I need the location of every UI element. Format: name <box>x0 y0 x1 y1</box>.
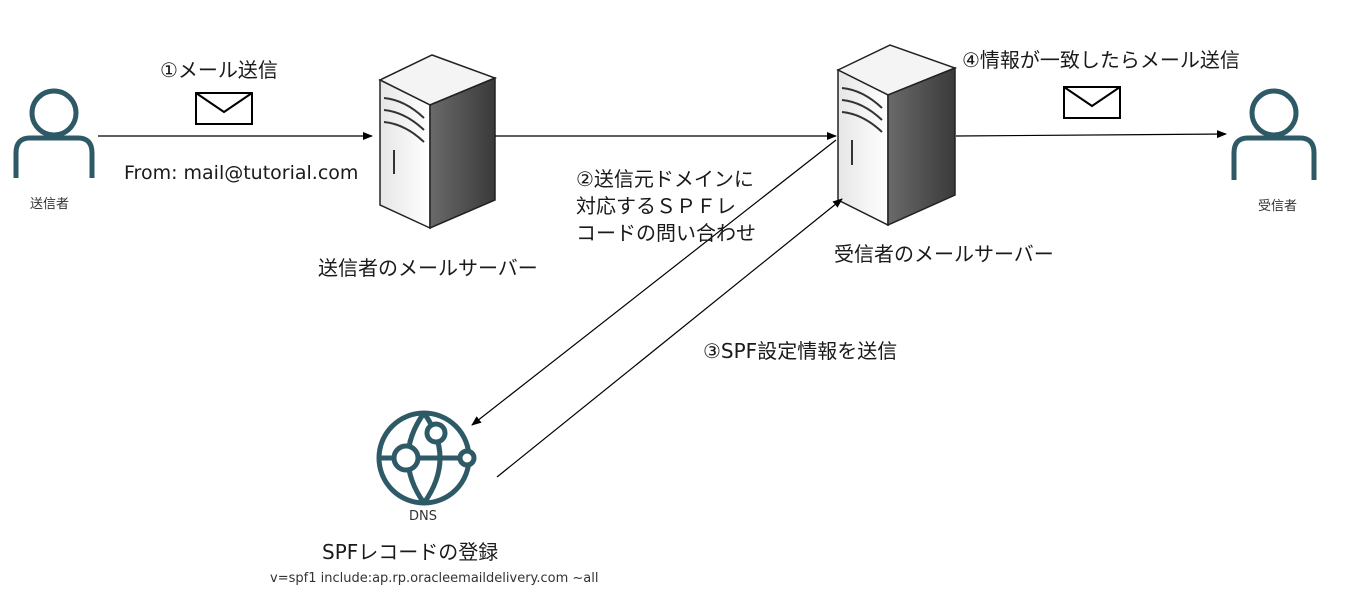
sender-server-label: 送信者のメールサーバー <box>318 256 538 280</box>
sender-person-icon <box>13 88 95 178</box>
step2-line: 対応するＳＰＦレ <box>576 194 736 218</box>
spf-record: v=spf1 include:ap.rp.oracleemaildelivery… <box>270 571 599 586</box>
step2-line: コードの問い合わせ <box>576 221 756 245</box>
step2-line: ②送信元ドメインに <box>576 167 754 191</box>
receiver-server-label: 受信者のメールサーバー <box>834 242 1054 266</box>
arrow-server-to-receiver <box>955 130 1227 139</box>
receiver-label: 受信者 <box>1258 199 1298 214</box>
arrow-dns-to-server <box>496 198 843 478</box>
envelope-icon <box>195 92 253 125</box>
envelope-icon <box>1063 86 1121 119</box>
sender-server-icon <box>378 54 498 230</box>
dns-globe-icon <box>376 410 477 506</box>
step1-label: ①メール送信 <box>160 58 278 82</box>
dns-title: SPFレコードの登録 <box>322 540 499 564</box>
step2-label: ②送信元ドメインに 対応するＳＰＦレ コードの問い合わせ <box>576 166 776 247</box>
receiver-server-icon <box>836 44 958 227</box>
step4-label: ④情報が一致したらメール送信 <box>962 48 1240 72</box>
receiver-person-icon <box>1231 88 1317 180</box>
arrow-query-to-dns <box>471 139 837 426</box>
step3-label: ③SPF設定情報を送信 <box>703 339 898 363</box>
dns-icon-label: DNS <box>409 509 437 524</box>
from-address: From: mail@tutorial.com <box>124 162 359 184</box>
sender-label: 送信者 <box>30 197 70 212</box>
